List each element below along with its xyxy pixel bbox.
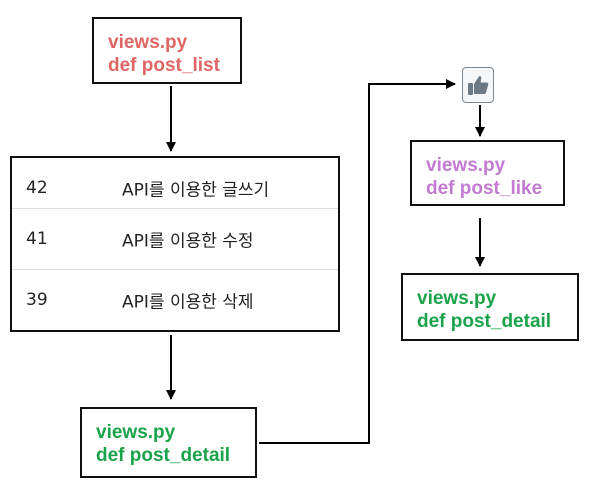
post-id: 42 <box>26 178 48 198</box>
post-like-file-label: views.py <box>426 155 506 176</box>
post-id: 41 <box>26 229 48 249</box>
arrow-detail-to-like <box>259 79 456 444</box>
row-divider <box>12 269 338 270</box>
post-like-view-box: views.py def post_like <box>410 140 565 206</box>
post-list-view-box: views.py def post_list <box>92 17 242 84</box>
post-title[interactable]: API를 이용한 글쓰기 <box>122 180 270 201</box>
post-title[interactable]: API를 이용한 수정 <box>122 231 254 252</box>
post-row[interactable]: 42 API를 이용한 글쓰기 <box>12 158 338 218</box>
post-detail-result-box: views.py def post_detail <box>401 273 579 341</box>
post-list-table: 42 API를 이용한 글쓰기 41 API를 이용한 수정 39 API를 이… <box>10 156 340 332</box>
post-list-func-label: def post_list <box>108 55 220 76</box>
post-detail-result-file-label: views.py <box>417 288 497 309</box>
post-detail-result-func-label: def post_detail <box>417 311 552 332</box>
post-list-file-label: views.py <box>108 32 188 53</box>
post-row[interactable]: 39 API를 이용한 삭제 <box>12 270 338 330</box>
post-detail-file-label: views.py <box>96 422 176 443</box>
row-divider <box>12 208 338 209</box>
post-id: 39 <box>26 290 48 310</box>
post-detail-func-label: def post_detail <box>96 445 231 466</box>
like-button[interactable] <box>462 67 494 103</box>
thumbs-up-icon <box>468 76 489 95</box>
post-title[interactable]: API를 이용한 삭제 <box>122 292 254 313</box>
post-row[interactable]: 41 API를 이용한 수정 <box>12 209 338 269</box>
post-detail-view-box: views.py def post_detail <box>80 407 257 478</box>
post-like-func-label: def post_like <box>426 178 543 199</box>
